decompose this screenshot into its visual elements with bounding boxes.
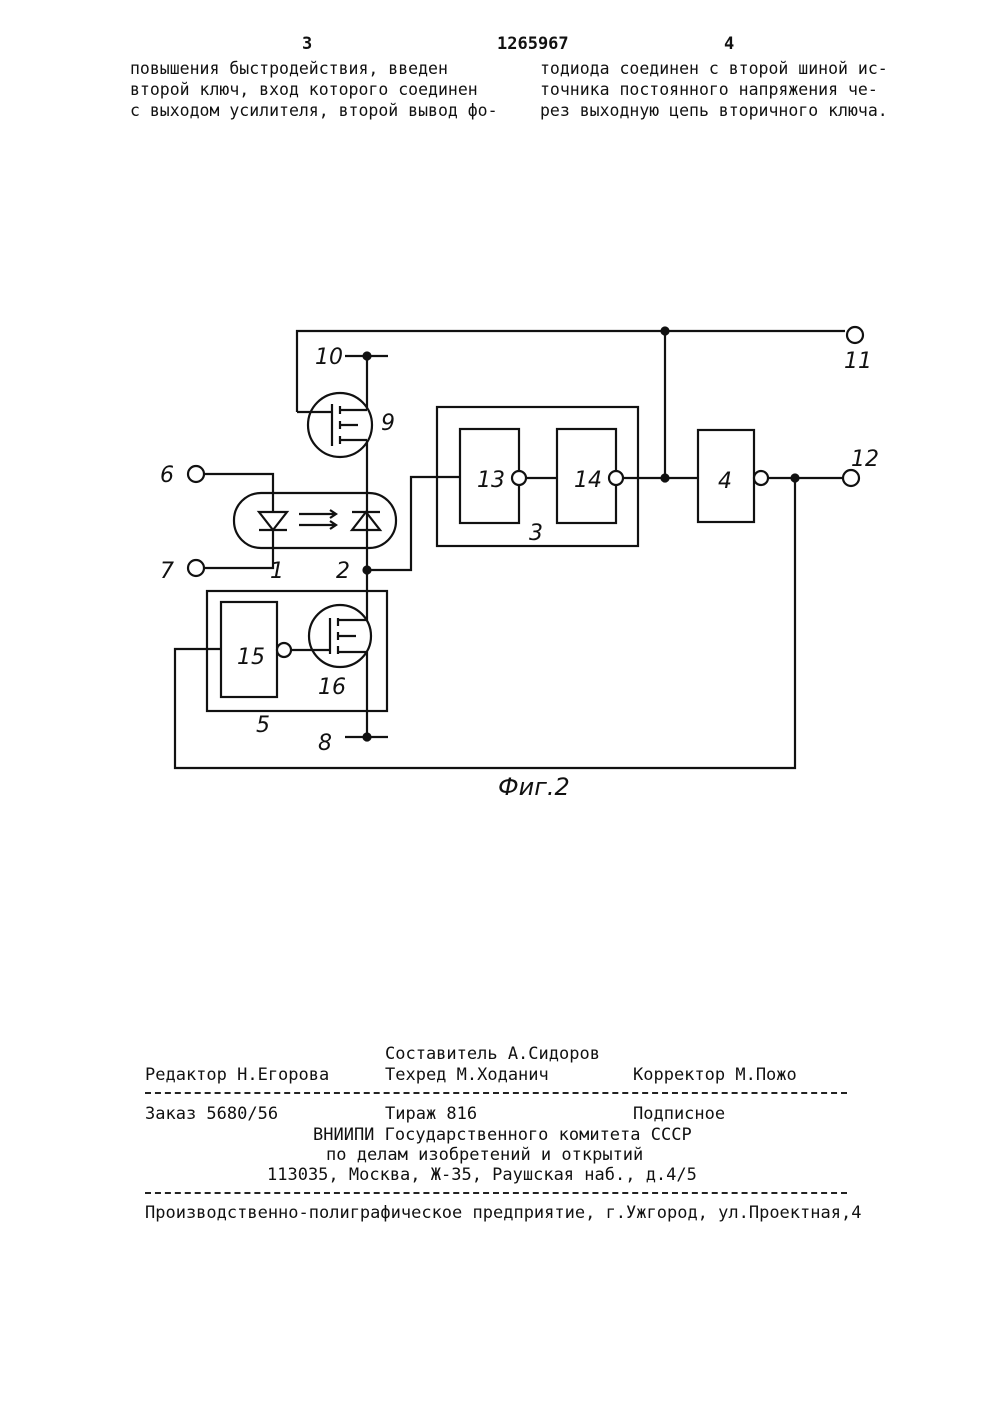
wire-top-bus (297, 331, 845, 412)
label-10: 10 (315, 345, 343, 370)
divider (145, 1092, 847, 1094)
label-3: 3 (529, 521, 543, 546)
label-4: 4 (718, 469, 732, 494)
transistor-16 (309, 605, 371, 667)
label-15: 15 (237, 645, 265, 670)
terminal-7 (188, 560, 204, 576)
label-13: 13 (477, 468, 505, 493)
terminal-6 (188, 466, 204, 482)
imprint-subscription: Подписное (633, 1103, 725, 1125)
transistor-9 (297, 393, 372, 457)
imprint-compiler: Составитель А.Сидоров (385, 1043, 600, 1065)
label-7: 7 (160, 559, 174, 584)
label-1: 1 (270, 559, 284, 584)
imprint-circulation: Тираж 816 (385, 1103, 477, 1125)
label-5: 5 (256, 713, 270, 738)
label-2: 2 (336, 559, 350, 584)
terminal-11 (847, 327, 863, 343)
junction-dot (364, 734, 371, 741)
circuit-diagram: 10 9 11 12 6 7 1 2 13 14 4 3 15 16 5 8 Ф… (0, 0, 1000, 820)
imprint-editor: Редактор Н.Егорова (145, 1064, 329, 1086)
imprint-corrector: Корректор М.Пожо (633, 1064, 797, 1086)
imprint-org-line2: по делам изобретений и открытий (326, 1144, 643, 1166)
label-12: 12 (851, 447, 879, 472)
label-16: 16 (318, 675, 346, 700)
figure-caption: Фиг.2 (498, 773, 570, 801)
wire-node2-to-13 (367, 477, 460, 570)
imprint-techred: Техред М.Ходанич (385, 1064, 549, 1086)
label-6: 6 (160, 463, 174, 488)
optocoupler (234, 493, 396, 548)
terminal-12 (843, 470, 859, 486)
label-11: 11 (844, 349, 872, 374)
imprint-printer: Производственно-полиграфическое предприя… (145, 1202, 861, 1224)
imprint-order: Заказ 5680/56 (145, 1103, 278, 1125)
label-14: 14 (574, 468, 602, 493)
divider (145, 1192, 847, 1194)
imprint-address: 113035, Москва, Ж-35, Раушская наб., д.4… (267, 1164, 697, 1186)
label-9: 9 (381, 411, 395, 436)
label-8: 8 (318, 731, 332, 756)
imprint-org-line1: ВНИИПИ Государственного комитета СССР (313, 1124, 692, 1146)
